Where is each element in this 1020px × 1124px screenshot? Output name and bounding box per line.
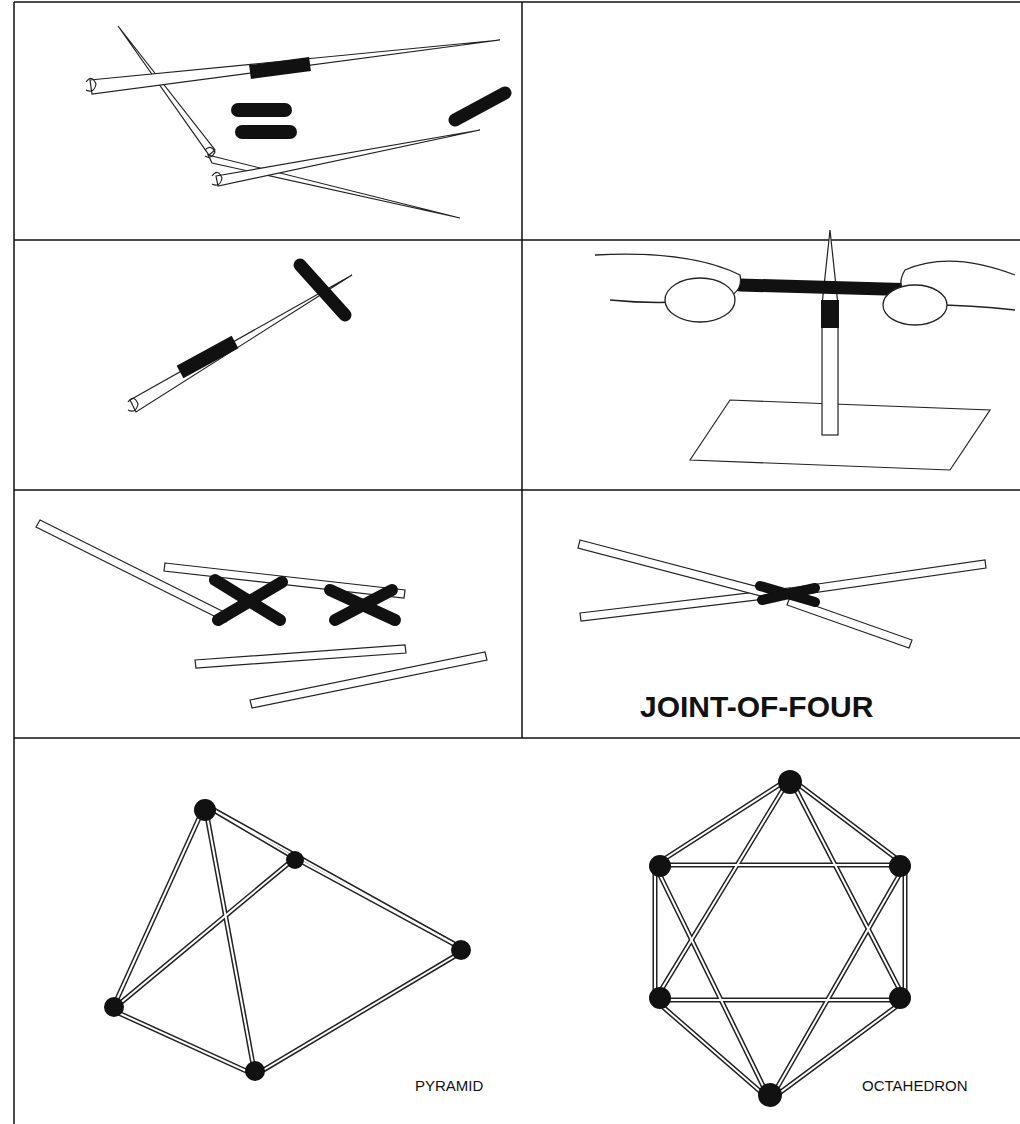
shape-label: PYRAMID — [415, 1077, 483, 1094]
shape-label: OCTAHEDRON — [862, 1077, 968, 1094]
panel-title: JOINT-OF-FOUR — [640, 690, 873, 724]
